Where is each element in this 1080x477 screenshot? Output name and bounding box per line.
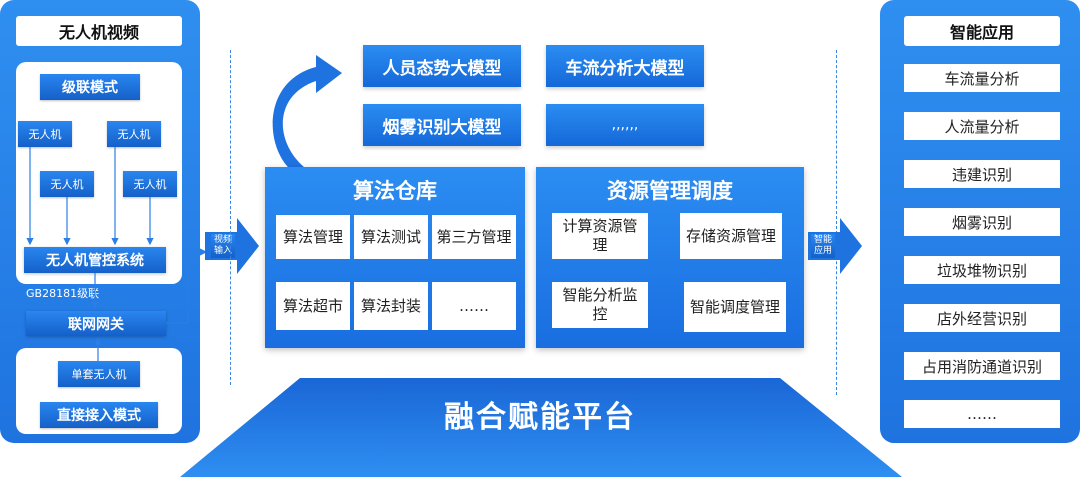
model-smoke-recognition: 烟雾识别大模型	[363, 104, 521, 146]
video-input-label: 视频输入	[211, 234, 235, 258]
drone-node-3: 无人机	[40, 171, 94, 197]
drone-node-1: 无人机	[18, 121, 72, 147]
model-person-situation: 人员态势大模型	[363, 45, 521, 87]
left-separator	[230, 50, 231, 385]
smart-scheduling-management: 智能调度管理	[684, 282, 786, 332]
app-outdoor-business: 店外经营识别	[904, 304, 1060, 332]
storage-resource-management: 存储资源管理	[680, 213, 782, 259]
resource-scheduling-title: 资源管理调度	[607, 179, 733, 203]
single-drone-node: 单套无人机	[58, 361, 140, 387]
app-illegal-building: 违建识别	[904, 160, 1060, 188]
algorithm-warehouse-title: 算法仓库	[353, 179, 437, 203]
smart-app-arrow-label: 智能应用	[811, 234, 835, 258]
app-people-flow: 人流量分析	[904, 112, 1060, 140]
compute-resource-management: 计算资源管理	[552, 213, 648, 259]
left-connectors	[26, 147, 208, 361]
app-more: ……	[904, 400, 1060, 428]
smart-application-title: 智能应用	[904, 16, 1060, 46]
app-fire-lane: 占用消防通道识别	[904, 352, 1060, 380]
right-separator	[836, 50, 837, 395]
smart-app-arrow	[808, 218, 862, 274]
drone-control-system: 无人机管控系统	[24, 247, 166, 273]
smart-analysis-monitoring: 智能分析监控	[552, 282, 648, 328]
platform-title: 融合赋能平台	[444, 400, 636, 435]
gb28181-label: GB28181级联	[26, 287, 100, 300]
algo-more: ……	[432, 282, 516, 330]
model-traffic-analysis: 车流分析大模型	[546, 45, 704, 87]
drone-node-2: 无人机	[107, 121, 161, 147]
platform-base	[180, 378, 902, 477]
app-smoke: 烟雾识别	[904, 208, 1060, 236]
app-garbage: 垃圾堆物识别	[904, 256, 1060, 284]
algo-testing: 算法测试	[354, 215, 428, 259]
curved-arrow-icon	[272, 55, 342, 171]
algo-market: 算法超市	[276, 282, 350, 330]
cascade-mode-label: 级联模式	[40, 74, 140, 100]
drone-video-title: 无人机视频	[16, 16, 182, 46]
drone-node-4: 无人机	[123, 171, 177, 197]
algo-management: 算法管理	[276, 215, 350, 259]
algo-packaging: 算法封装	[354, 282, 428, 330]
app-traffic-flow: 车流量分析	[904, 64, 1060, 92]
direct-access-label: 直接接入模式	[40, 402, 158, 428]
model-more: ,,,,,,	[546, 104, 704, 146]
algo-third-party: 第三方管理	[432, 215, 516, 259]
network-gateway: 联网网关	[26, 311, 166, 336]
